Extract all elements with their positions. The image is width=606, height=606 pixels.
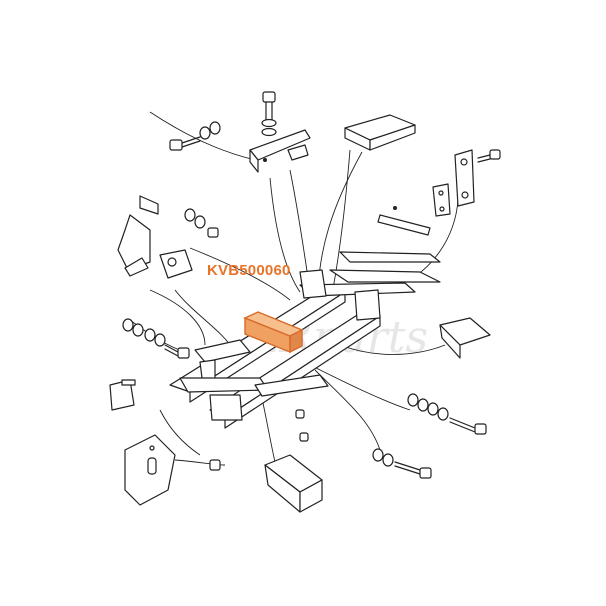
reinforcement-strip [377,206,431,236]
mount-block-left [159,249,193,279]
bolt-lower-left [209,459,221,471]
part-number-callout[interactable]: KVB500060 [207,262,291,279]
vertical-bolt-top [261,91,277,137]
bolts-lower-centre [295,409,309,442]
crossmember-side-face [289,328,303,354]
side-panel-left [117,195,159,277]
tray-bracket-lower [264,454,323,513]
clamp-plate-upper [432,183,451,217]
clip-nut [287,144,309,161]
cover-plate-top [344,114,416,151]
bolt-washer-set-left-lower [122,318,190,359]
bolt-washer-set-top-left [169,121,221,151]
crossmember-kvb500060-highlight[interactable] [243,311,304,354]
bolt-washer-set-left-upper [184,208,219,238]
bolt-washer-set-right-lower [372,448,432,479]
rubber-mount-left [109,379,136,411]
front-bracket-lower-left [124,434,176,506]
tray-bracket-right [439,317,491,359]
bracket-upper-right [454,149,501,207]
bolt-washer-set-right-upper [407,393,487,435]
angle-bracket-top [249,129,311,173]
chassis-frame [169,251,441,429]
